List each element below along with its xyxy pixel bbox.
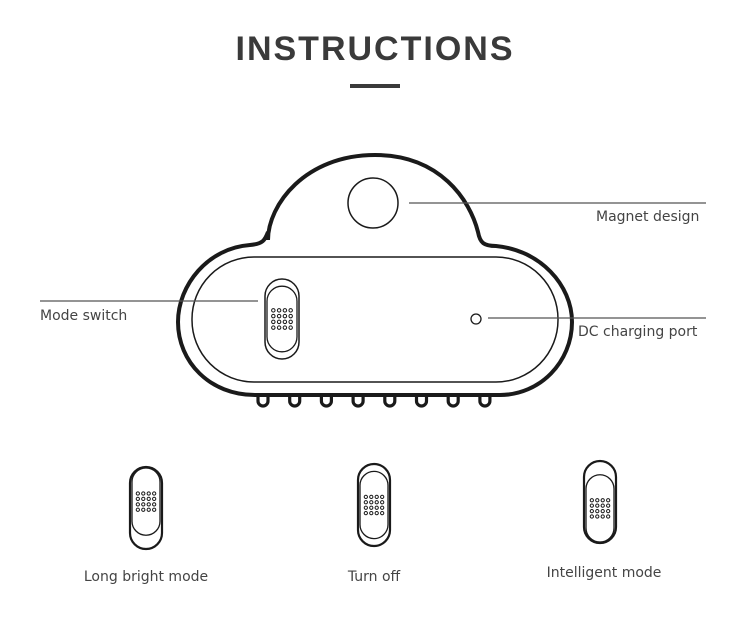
grip-dot	[276, 313, 282, 319]
grip-dot	[276, 319, 282, 325]
grip-dot	[600, 498, 605, 503]
grip-dot	[363, 505, 368, 510]
grip-dot	[600, 503, 605, 508]
mode-label-intelligent: Intelligent mode	[546, 565, 662, 581]
led-foot	[319, 396, 333, 408]
grip-dot	[380, 500, 385, 505]
grip-dot	[152, 496, 157, 502]
grip-dot	[271, 325, 276, 330]
page-title: INSTRUCTIONS	[235, 30, 515, 68]
grip-dot	[288, 319, 293, 325]
grip-dot	[271, 319, 276, 325]
switch-knob	[131, 467, 161, 536]
grip-dot	[141, 496, 146, 502]
grip-dot	[374, 505, 379, 510]
grip-dot	[369, 505, 374, 510]
grip-dot	[271, 313, 276, 319]
dc-port-circle	[470, 313, 482, 325]
grip-dot	[135, 491, 140, 496]
inner-panel	[191, 256, 559, 383]
led-foot	[256, 396, 270, 408]
mode-switch-label: Mode switch	[40, 308, 128, 324]
switch-knob	[359, 470, 389, 540]
grip-dot	[146, 507, 151, 512]
led-foot	[288, 396, 302, 408]
grip-dot	[589, 498, 594, 503]
main-mode-switch	[264, 278, 300, 360]
grip-dot	[282, 319, 288, 325]
grip-dot	[595, 508, 600, 514]
grip-dot	[152, 491, 157, 496]
grip-dot	[363, 494, 368, 499]
grip-dot	[141, 502, 146, 507]
led-foot	[414, 396, 429, 408]
mode-switch-intelligent	[582, 459, 618, 545]
grip-dot	[146, 502, 151, 507]
grip-dot	[595, 498, 600, 503]
magnet-design-label: Magnet design	[596, 209, 700, 225]
led-foot	[383, 396, 397, 408]
mode-switch-turn-off	[356, 462, 392, 548]
grip-dot	[606, 498, 611, 503]
grip-dot	[380, 511, 385, 516]
grip-dot	[606, 514, 611, 519]
grip-dot	[152, 507, 157, 512]
grip-dot	[282, 325, 288, 330]
grip-dot	[374, 511, 379, 516]
grip-dot	[363, 511, 368, 516]
led-foot	[478, 396, 492, 408]
grip-dot	[606, 508, 611, 514]
grip-dot	[380, 505, 385, 510]
grip-dot	[282, 308, 288, 313]
grip-dot	[146, 491, 151, 496]
grip-dot	[600, 508, 605, 514]
grip-dot	[135, 502, 140, 507]
mode-label-long-bright: Long bright mode	[83, 569, 209, 585]
grip-dot	[146, 496, 151, 502]
switch-knob	[585, 474, 615, 543]
led-foot	[446, 396, 460, 408]
grip-dot	[369, 494, 374, 499]
grip-dot	[374, 500, 379, 505]
grip-dot	[369, 500, 374, 505]
grip-dot	[600, 514, 605, 519]
grip-dot	[271, 308, 276, 313]
grip-dot	[288, 308, 293, 313]
title-underline	[350, 84, 400, 88]
cloud-outline	[175, 152, 575, 397]
grip-dot	[369, 511, 374, 516]
grip-dot	[135, 507, 140, 512]
grip-dot	[595, 514, 600, 519]
grip-dot	[589, 503, 594, 508]
dc-charging-port-label: DC charging port	[578, 324, 698, 340]
grip-dot	[276, 325, 282, 330]
grip-dot	[282, 313, 288, 319]
grip-dot	[288, 313, 293, 319]
grip-dot	[288, 325, 293, 330]
grip-dot	[363, 500, 368, 505]
mode-label-turn-off: Turn off	[347, 569, 401, 585]
magnet-circle	[347, 177, 399, 229]
grip-dot	[595, 503, 600, 508]
switch-knob	[266, 285, 298, 353]
grip-dot	[380, 494, 385, 499]
grip-dot	[141, 507, 146, 512]
grip-dot	[589, 508, 594, 514]
grip-dot	[135, 496, 140, 502]
led-row	[256, 396, 492, 408]
grip-dot	[141, 491, 146, 496]
mode-switch-long-bright	[128, 465, 164, 551]
grip-dot	[374, 494, 379, 499]
grip-dot	[276, 308, 282, 313]
grip-dot	[152, 502, 157, 507]
led-foot	[351, 396, 365, 408]
grip-dot	[606, 503, 611, 508]
grip-dot	[589, 514, 594, 519]
